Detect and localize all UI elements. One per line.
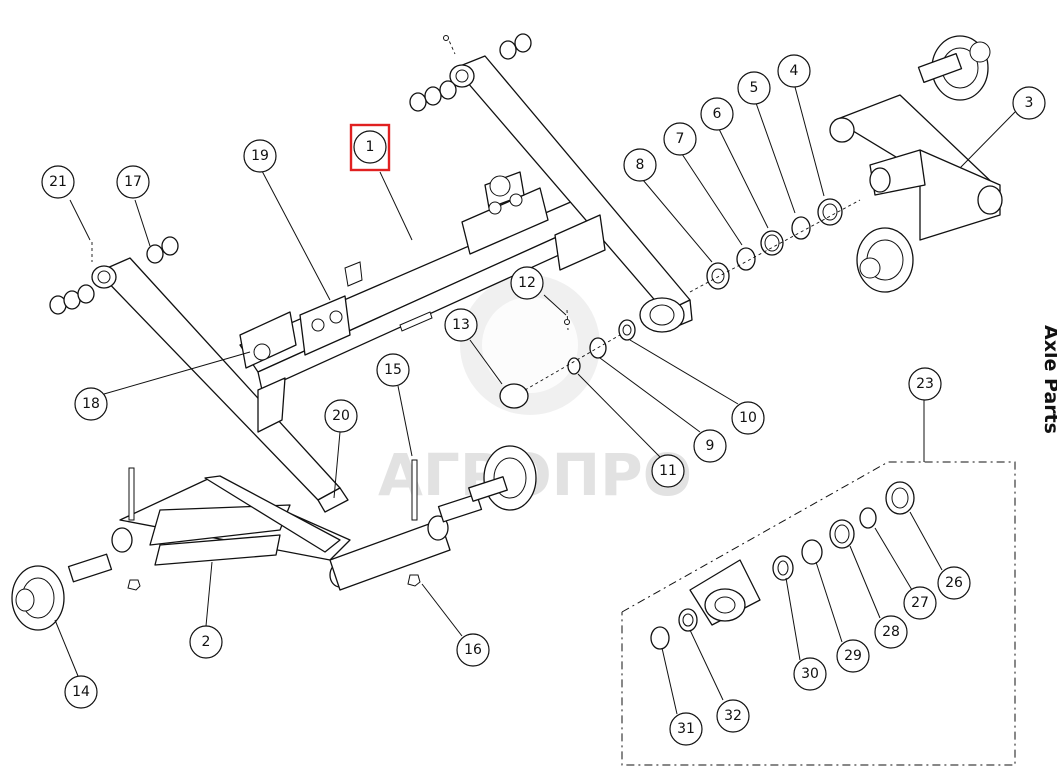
callout-28[interactable]: 28 [874,615,908,649]
watermark: АГРОПРО [378,275,692,509]
center-small-parts [499,309,636,409]
callout-5[interactable]: 5 [737,71,771,105]
callout-label: 9 [706,438,715,454]
right-bushings [409,33,532,112]
callout-label: 31 [677,721,695,737]
callout-label: 4 [790,63,799,79]
callout-label: 18 [82,396,100,412]
callout-label: 20 [332,408,350,424]
callout-label: 27 [911,595,929,611]
callout-label: 14 [72,684,90,700]
callout-label: 21 [49,174,67,190]
callout-label: 5 [750,80,759,96]
callout-label: 6 [713,106,722,122]
callout-label: 8 [636,157,645,173]
callout-30[interactable]: 30 [793,657,827,691]
callout-label: 10 [739,410,757,426]
side-title: Axle Parts [1040,325,1057,434]
callout-7[interactable]: 7 [663,122,697,156]
callout-27[interactable]: 27 [903,586,937,620]
callout-label: 32 [724,708,742,724]
hub-lower-right [856,227,914,293]
callout-19[interactable]: 19 [243,139,277,173]
callout-label: 2 [202,634,211,650]
right-axle-arm [829,35,1003,293]
highlight-box [349,123,391,172]
detail-box [621,461,1016,766]
callout-label: 11 [659,463,677,479]
callout-1[interactable]: 1 [349,123,391,172]
callout-label: 19 [251,148,269,164]
callout-label: 13 [452,317,470,333]
callout-label: 7 [676,131,685,147]
hub-upper-right [917,35,991,101]
callout-11[interactable]: 11 [651,454,685,488]
callout-32[interactable]: 32 [716,699,750,733]
callout-4[interactable]: 4 [777,54,811,88]
callout-18[interactable]: 18 [74,387,108,421]
callout-26[interactable]: 26 [937,566,971,600]
hub-center [468,445,537,511]
callout-9[interactable]: 9 [693,429,727,463]
callouts: 1 2 3 4 5 6 7 8 [41,54,1046,746]
callout-14[interactable]: 14 [64,675,98,709]
hub-lower-left [11,565,65,631]
callout-label: 30 [801,666,819,682]
callout-16[interactable]: 16 [456,633,490,667]
callout-10[interactable]: 10 [731,401,765,435]
callout-20[interactable]: 20 [324,399,358,433]
left-bushings [49,236,179,315]
callout-15[interactable]: 15 [376,353,410,387]
callout-8[interactable]: 8 [623,148,657,182]
callout-31[interactable]: 31 [669,712,703,746]
leader-lines [54,86,1016,715]
callout-label: 26 [945,575,963,591]
callout-23[interactable]: 23 [908,367,942,401]
callout-label: 16 [464,642,482,658]
callout-label: 17 [124,174,142,190]
bearing-stack-right [689,198,861,293]
callout-3[interactable]: 3 [1012,86,1046,120]
callout-12[interactable]: 12 [510,266,544,300]
callout-21[interactable]: 21 [41,165,75,199]
callout-label: 28 [882,624,900,640]
callout-13[interactable]: 13 [444,308,478,342]
callout-label: 3 [1025,95,1034,111]
callout-6[interactable]: 6 [700,97,734,131]
lower-axle-arm [67,459,483,591]
callout-label: 29 [844,648,862,664]
callout-17[interactable]: 17 [116,165,150,199]
main-frame [91,55,693,513]
callout-label: 23 [916,376,934,392]
callout-29[interactable]: 29 [836,639,870,673]
callout-label: 12 [518,275,536,291]
callout-2[interactable]: 2 [189,625,223,659]
callout-label: 15 [384,362,402,378]
callout-label: 1 [366,139,375,155]
